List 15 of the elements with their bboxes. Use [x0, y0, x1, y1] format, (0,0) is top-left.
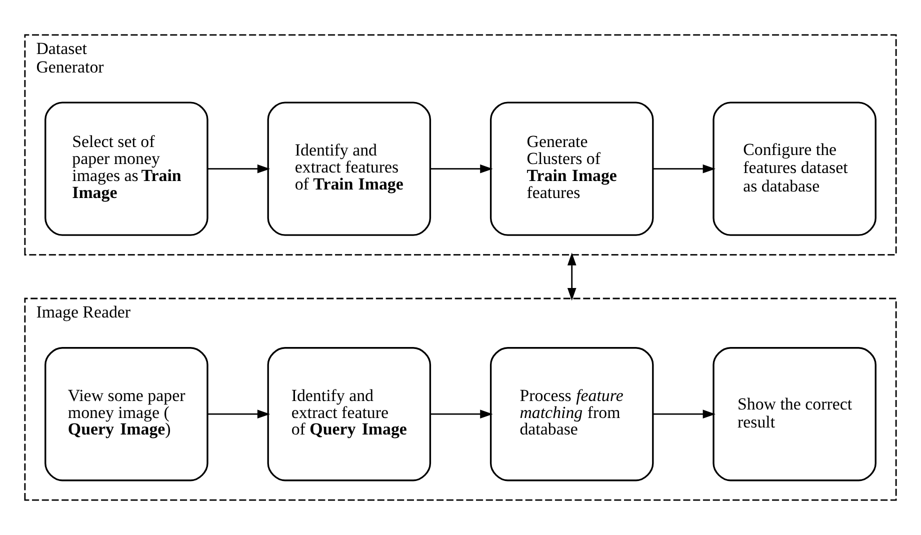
arrow [430, 410, 493, 419]
node-box: Identify and extract feature of Query Image [267, 347, 432, 482]
arrow [208, 164, 270, 174]
node-box: Identify and extract features of Train Image [267, 102, 432, 236]
arrow [430, 164, 493, 174]
arrow [653, 164, 716, 174]
node-box: Configure the features dataset as database [712, 102, 876, 236]
node-box: Show the correct result [712, 347, 876, 482]
node-box: Process feature matching from database [490, 347, 654, 482]
node-box: Select set of paper money images as Train Image [44, 102, 208, 236]
arrow [653, 410, 716, 419]
node-box: Generate Clusters of Train Image features [490, 102, 654, 236]
node-box: View some paper money image (Query Image) [44, 347, 208, 482]
arrow [208, 410, 270, 419]
arrow [567, 252, 576, 301]
